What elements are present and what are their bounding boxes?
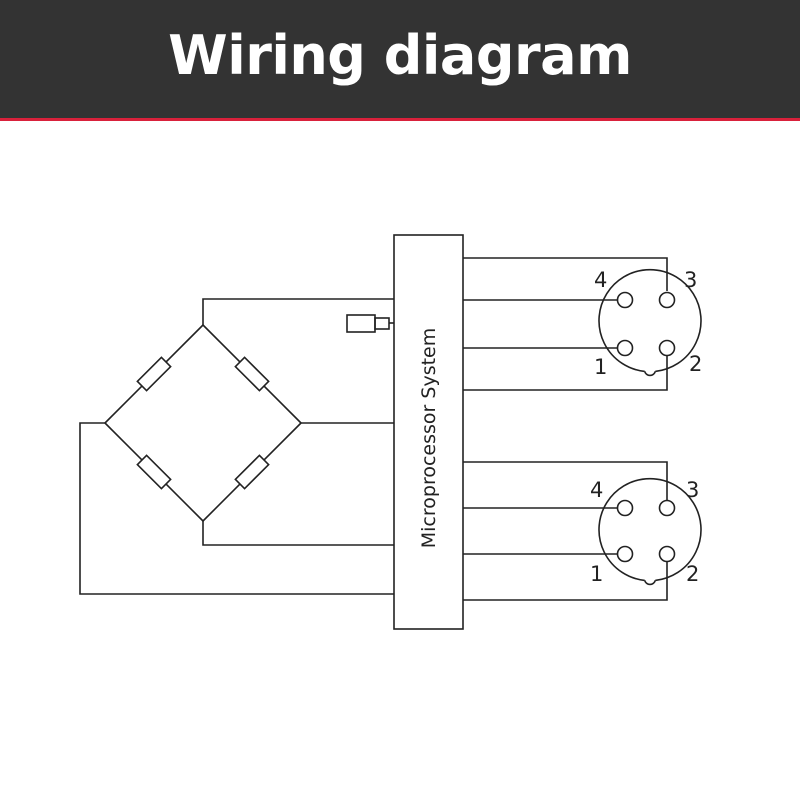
small-component-body (346, 314, 376, 333)
small-component-tab (374, 317, 390, 330)
resistor-top-right (234, 356, 270, 392)
connector-1-key-notch (643, 371, 657, 377)
connector-2-label-pin-1: 1 (590, 562, 603, 586)
header-accent-line (0, 118, 800, 121)
connector-1-label-pin-2: 2 (689, 352, 702, 376)
bridge-wires (79, 298, 394, 595)
connector-2: 4 3 1 2 (463, 461, 702, 601)
connector-2-label-pin-3: 3 (686, 478, 699, 502)
connector-1: 4 3 1 2 (463, 257, 702, 391)
connector-1-pin-1 (616, 339, 634, 357)
connector-2-pin-4 (616, 499, 634, 517)
wire-bridge-top (202, 298, 394, 325)
header-bar: Wiring diagram (0, 0, 800, 118)
microprocessor-system: Microprocessor System (393, 234, 464, 630)
connector-1-label-pin-1: 1 (594, 355, 607, 379)
connector-1-label-pin-4: 4 (594, 268, 607, 292)
resistor-top-left (136, 356, 172, 392)
connector-2-key-notch (643, 580, 657, 586)
connector-2-wire-pin-2 (463, 562, 668, 601)
connector-2-pin-1 (616, 545, 634, 563)
resistor-bottom-right (234, 454, 270, 490)
wire-bridge-left (79, 422, 394, 595)
microprocessor-label: Microprocessor System (418, 328, 440, 548)
connector-2-pin-3 (658, 499, 676, 517)
connector-2-pin-2 (658, 545, 676, 563)
connector-1-pin-2 (658, 339, 676, 357)
connector-1-pin-4 (616, 291, 634, 309)
connector-2-housing (598, 477, 702, 582)
connector-2-label-pin-4: 4 (590, 478, 603, 502)
connector-1-housing (598, 268, 702, 373)
small-component (346, 314, 394, 333)
connector-2-label-pin-2: 2 (686, 562, 699, 586)
microprocessor-box (393, 234, 464, 630)
connector-1-pin-3 (658, 291, 676, 309)
wheatstone-bridge (104, 324, 302, 522)
connector-2-wire-pin-3 (463, 461, 668, 500)
page-title: Wiring diagram (168, 23, 632, 87)
resistor-bottom-left (136, 454, 172, 490)
connector-1-label-pin-3: 3 (684, 268, 697, 292)
connector-1-wire-pin-2 (463, 356, 668, 391)
connector-1-wire-pin-3 (463, 257, 668, 291)
wire-bridge-bottom (202, 521, 394, 546)
